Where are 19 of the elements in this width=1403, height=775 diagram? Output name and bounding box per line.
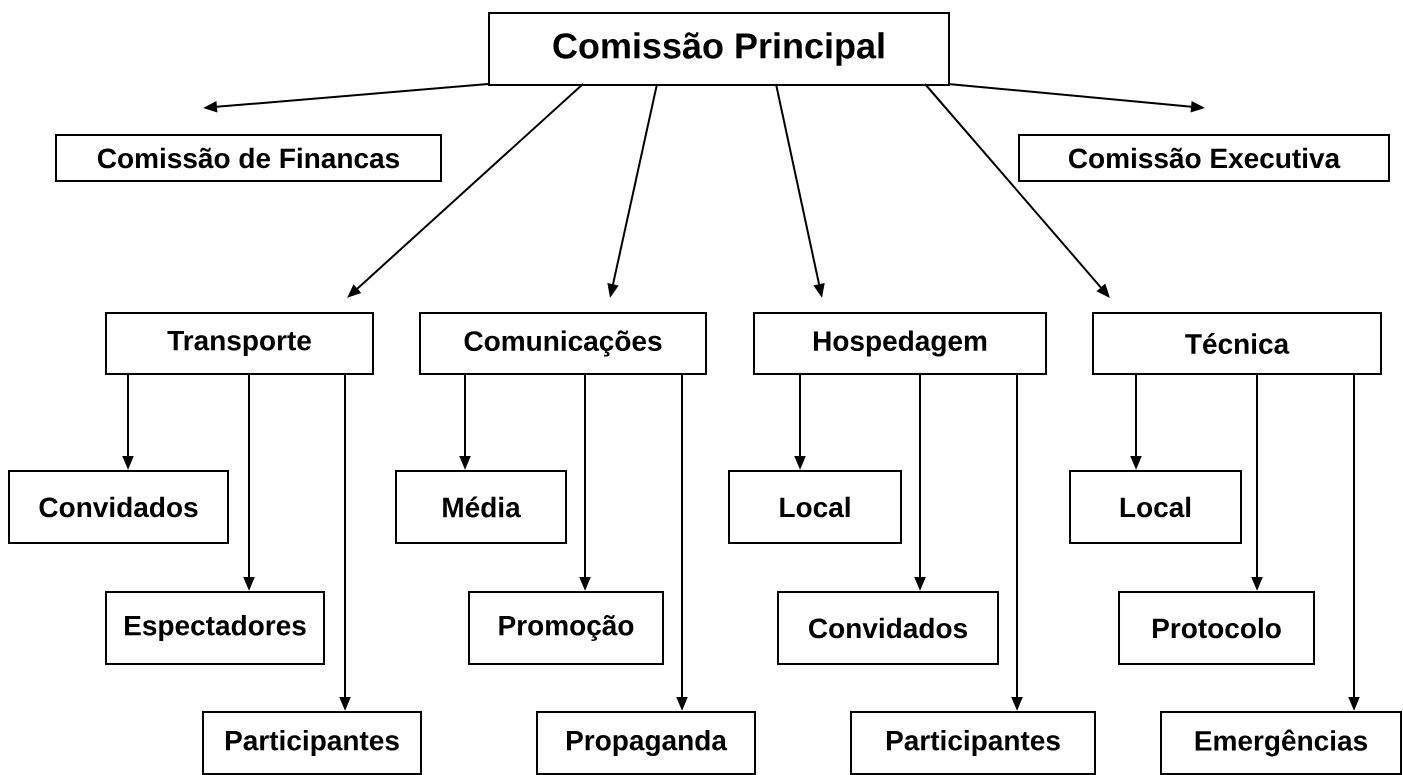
box: Transporte [105, 312, 374, 375]
box: Comissão Executiva [1018, 134, 1390, 182]
box: Participantes [850, 711, 1096, 775]
box: Local [1069, 470, 1242, 544]
box: Participantes [202, 711, 422, 775]
box: Local [728, 470, 902, 544]
box: Comissão de Financas [55, 134, 442, 182]
box: Convidados [8, 470, 229, 544]
box: Técnica [1092, 312, 1382, 375]
box: Hospedagem [753, 312, 1047, 375]
box: Comissão Principal [488, 12, 950, 86]
box: Média [395, 470, 567, 544]
box: Emergências [1160, 711, 1402, 775]
box: Comunicações [419, 312, 707, 375]
box: Convidados [777, 591, 999, 665]
box: Propaganda [536, 711, 756, 775]
box: Promoção [468, 591, 664, 665]
box: Espectadores [105, 591, 325, 665]
box: Protocolo [1118, 591, 1315, 665]
